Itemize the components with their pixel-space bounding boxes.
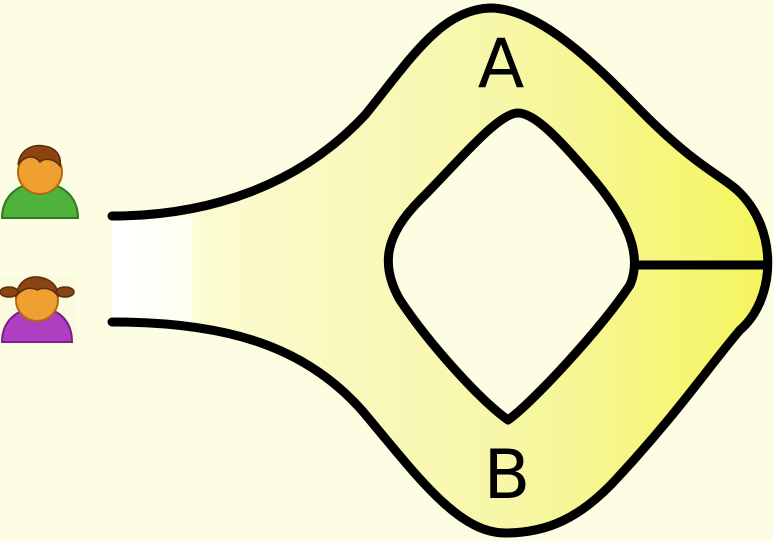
girl-user-icon — [0, 275, 75, 345]
path-label-a: A — [478, 25, 525, 104]
channel-fill — [112, 8, 768, 533]
channel-entry — [112, 216, 192, 322]
boy-user-icon — [0, 144, 80, 219]
inner-obstacle-wall — [383, 108, 639, 425]
path-label-b: B — [484, 436, 531, 515]
